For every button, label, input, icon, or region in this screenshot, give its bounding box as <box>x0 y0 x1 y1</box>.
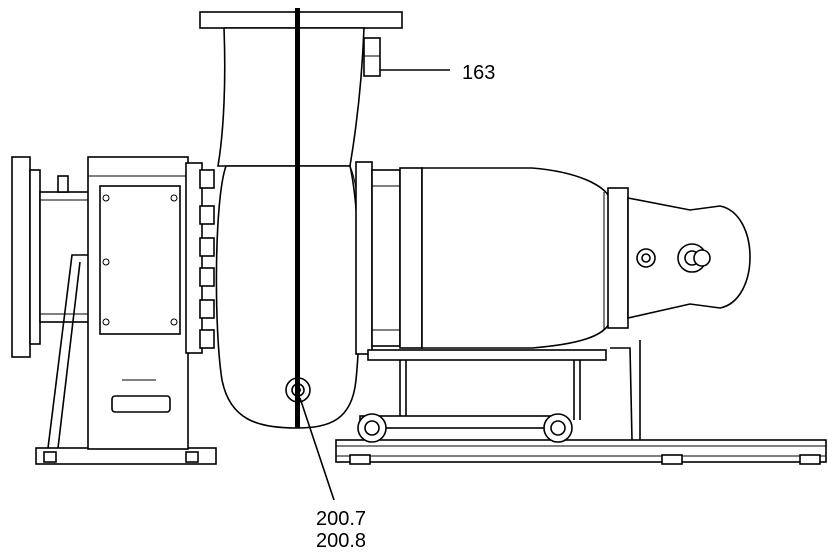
motor-end-bell <box>607 187 751 329</box>
motor-adapter <box>355 161 423 355</box>
callout-label-200-7: 200.7 <box>316 508 367 530</box>
base-frame <box>335 439 827 465</box>
motor-cradle <box>367 340 641 441</box>
trolley <box>357 413 573 443</box>
vertical-centerline <box>295 8 300 428</box>
discharge-flange <box>199 11 403 167</box>
suction-flange <box>11 156 101 358</box>
callout-label-163: 163 <box>462 62 496 84</box>
motor-body <box>421 167 611 349</box>
casing-bolts <box>185 162 215 354</box>
callout-label-200-8: 200.8 <box>316 530 367 552</box>
leader-line-200 <box>299 397 335 501</box>
bearing-frame <box>87 156 189 450</box>
